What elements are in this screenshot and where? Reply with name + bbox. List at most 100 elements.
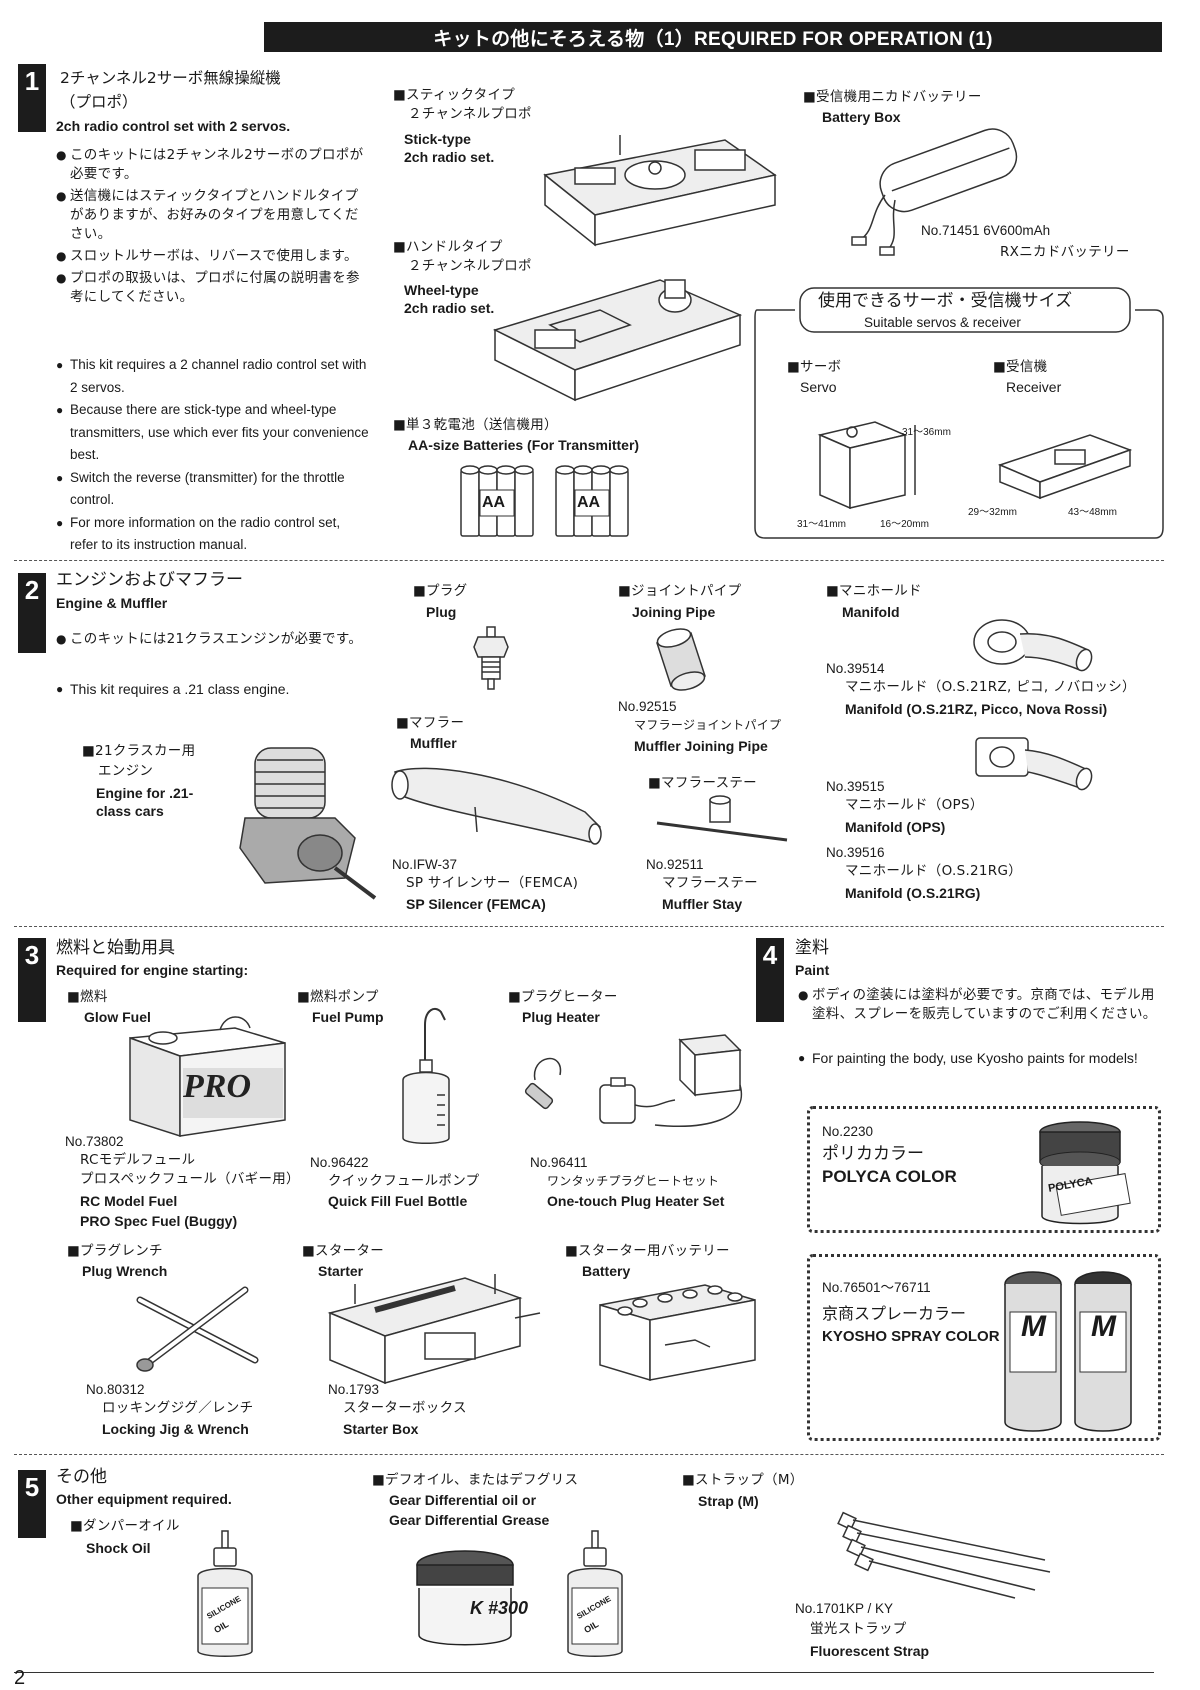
engine-label-jp: ■21クラスカー用	[82, 743, 196, 759]
note-item: このキットには21クラスエンジンが必要です。	[56, 630, 376, 649]
servo-dim-width: 31～41mm	[797, 519, 846, 530]
note-item: ボディの塗装には塗料が必要です。京商では、モデル用塗料、スプレーを販売しています…	[798, 986, 1168, 1024]
section-title-jp: その他	[56, 1467, 107, 1487]
starter-name-en: Starter Box	[343, 1421, 419, 1437]
shock-oil-bottle-illustration	[197, 1530, 253, 1657]
manifold-1-illustration	[973, 619, 1093, 672]
stick-label-jp-2: ２チャンネルプロポ	[408, 106, 532, 122]
section-title-en: Paint	[795, 962, 830, 978]
batteries-label-jp: ■単３乾電池（送信機用）	[393, 417, 558, 433]
battery-box-label-en: Battery Box	[822, 109, 901, 125]
stay-name-jp: マフラーステー	[662, 875, 758, 891]
note-item: For more information on the radio contro…	[56, 512, 370, 557]
diff-oil-bottle-illustration	[567, 1530, 623, 1657]
joint-label-jp: ■ジョイントパイプ	[618, 583, 742, 599]
diff-label-en: Gear Differential oil or	[389, 1492, 537, 1508]
fuel-can-illustration	[129, 1016, 286, 1138]
heater-name-jp: ワンタッチプラグヒートセット	[547, 1174, 720, 1188]
battery-box-label-jp: ■受信機用ニカドバッテリー	[803, 89, 982, 105]
receiver-label-jp: ■受信機	[993, 359, 1048, 375]
note-item: This kit requires a 2 channel radio cont…	[56, 354, 370, 399]
note-item: For painting the body, use Kyosho paints…	[798, 1049, 1138, 1068]
engine-label-en: Engine for .21-	[96, 785, 194, 801]
pump-name-jp: クイックフュールポンプ	[328, 1173, 480, 1189]
joint-label-en: Joining Pipe	[632, 604, 716, 620]
wrench-number: No.80312	[86, 1382, 145, 1397]
suitable-sizes-frame	[754, 287, 1164, 539]
wrench-label-en: Plug Wrench	[82, 1263, 168, 1279]
aa-batteries-illustration	[460, 465, 629, 537]
spray-cans-illustration	[1004, 1271, 1132, 1432]
wheel-transmitter-illustration	[492, 279, 743, 402]
shock-label-jp: ■ダンパーオイル	[70, 1518, 180, 1534]
note-item: This kit requires a .21 class engine.	[56, 680, 376, 699]
servo-label-en: Servo	[800, 379, 837, 395]
note-item: Switch the reverse (transmitter) for the…	[56, 467, 370, 512]
note-list-en: For painting the body, use Kyosho paints…	[798, 1049, 1138, 1068]
diff-label-jp: ■デフオイル、またはデフグリス	[372, 1472, 579, 1488]
muffler-number: No.IFW-37	[392, 857, 458, 872]
polyca-name-jp: ポリカカラー	[822, 1144, 924, 1164]
section-title-jp: 燃料と始動用具	[56, 938, 175, 958]
starter-box-illustration	[327, 1274, 541, 1385]
manifold-label-jp: ■マニホールド	[826, 583, 922, 599]
battery-box-number: No.71451 6V600mAh	[921, 223, 1051, 238]
plug-label-en: Plug	[426, 604, 457, 620]
wrench-name-en: Locking Jig & Wrench	[102, 1421, 249, 1437]
heater-name-en: One-touch Plug Heater Set	[547, 1193, 725, 1209]
manifold-3-name-en: Manifold (O.S.21RG)	[845, 885, 981, 901]
fuel-name-en-2: PRO Spec Fuel (Buggy)	[80, 1213, 238, 1229]
diff-label-en-2: Gear Differential Grease	[389, 1512, 550, 1528]
manifold-2-illustration	[975, 737, 1093, 791]
stick-label-jp: ■スティックタイプ	[393, 87, 516, 103]
stick-label-en-2: 2ch radio set.	[404, 149, 495, 165]
suitable-title-jp: 使用できるサーボ・受信機サイズ	[818, 291, 1073, 311]
muffler-label-en: Muffler	[410, 735, 457, 751]
aa-label: AA	[577, 494, 601, 511]
aa-label: AA	[482, 494, 506, 511]
strap-name-jp: 蛍光ストラップ	[810, 1621, 907, 1637]
spray-can-logo: M	[1021, 1310, 1046, 1343]
manifold-2-number: No.39515	[826, 779, 885, 794]
section-number: 2	[18, 573, 46, 653]
note-item: このキットには2チャンネル2サーボのプロポが必要です。	[56, 146, 370, 184]
starter-battery-label-jp: ■スターター用バッテリー	[565, 1243, 730, 1259]
servo-dim-height: 31～36mm	[902, 427, 951, 438]
fuel-name-en: RC Model Fuel	[80, 1193, 178, 1209]
starter-battery-label-en: Battery	[582, 1263, 631, 1279]
note-item: 送信機にはスティックタイプとハンドルタイプがありますが、お好みのタイプを用意して…	[56, 187, 370, 244]
plug-illustration	[473, 626, 509, 690]
note-list-en: This kit requires a .21 class engine.	[56, 680, 376, 699]
section-number: 3	[18, 938, 46, 1022]
strap-name-en: Fluorescent Strap	[810, 1643, 930, 1659]
plug-wrench-illustration	[136, 1286, 259, 1372]
engine-label-jp-2: エンジン	[98, 763, 154, 779]
receiver-dim-width: 43～48mm	[1068, 507, 1117, 518]
wheel-label-en: Wheel-type	[404, 282, 479, 298]
receiver-label-en: Receiver	[1006, 379, 1062, 395]
muffler-name-jp: SP サイレンサー（FEMCA)	[406, 875, 579, 891]
fuel-label-jp: ■燃料	[67, 989, 108, 1005]
section-title-en: Other equipment required.	[56, 1491, 232, 1507]
muffler-label-jp: ■マフラー	[396, 715, 465, 731]
section-title-en: 2ch radio control set with 2 servos.	[56, 118, 291, 134]
manifold-label-en: Manifold	[842, 604, 900, 620]
grease-jar-label: K #300	[470, 1598, 529, 1618]
section-divider	[14, 560, 1164, 561]
pump-number: No.96422	[310, 1155, 369, 1170]
wrench-name-jp: ロッキングジグ／レンチ	[102, 1400, 254, 1416]
joint-name-en: Muffler Joining Pipe	[634, 738, 768, 754]
note-list: ボディの塗装には塗料が必要です。京商では、モデル用塗料、スプレーを販売しています…	[798, 986, 1168, 1024]
manifold-1-name-jp: マニホールド（O.S.21RZ, ピコ, ノバロッシ）	[845, 679, 1136, 695]
spray-number: No.76501～76711	[822, 1280, 931, 1295]
pump-label-jp: ■燃料ポンプ	[297, 989, 379, 1005]
batteries-label-en: AA-size Batteries (For Transmitter)	[408, 437, 640, 453]
muffler-illustration	[391, 767, 602, 845]
stay-number: No.92511	[646, 857, 704, 872]
muffler-name-en: SP Silencer (FEMCA)	[406, 896, 546, 912]
stay-label-jp: ■マフラーステー	[648, 775, 757, 791]
manifold-2-name-en: Manifold (OPS)	[845, 819, 946, 835]
servo-receiver-illustration	[817, 421, 1133, 510]
strap-number: No.1701KP / KY	[795, 1601, 894, 1616]
wheel-label-jp: ■ハンドルタイプ	[393, 239, 503, 255]
